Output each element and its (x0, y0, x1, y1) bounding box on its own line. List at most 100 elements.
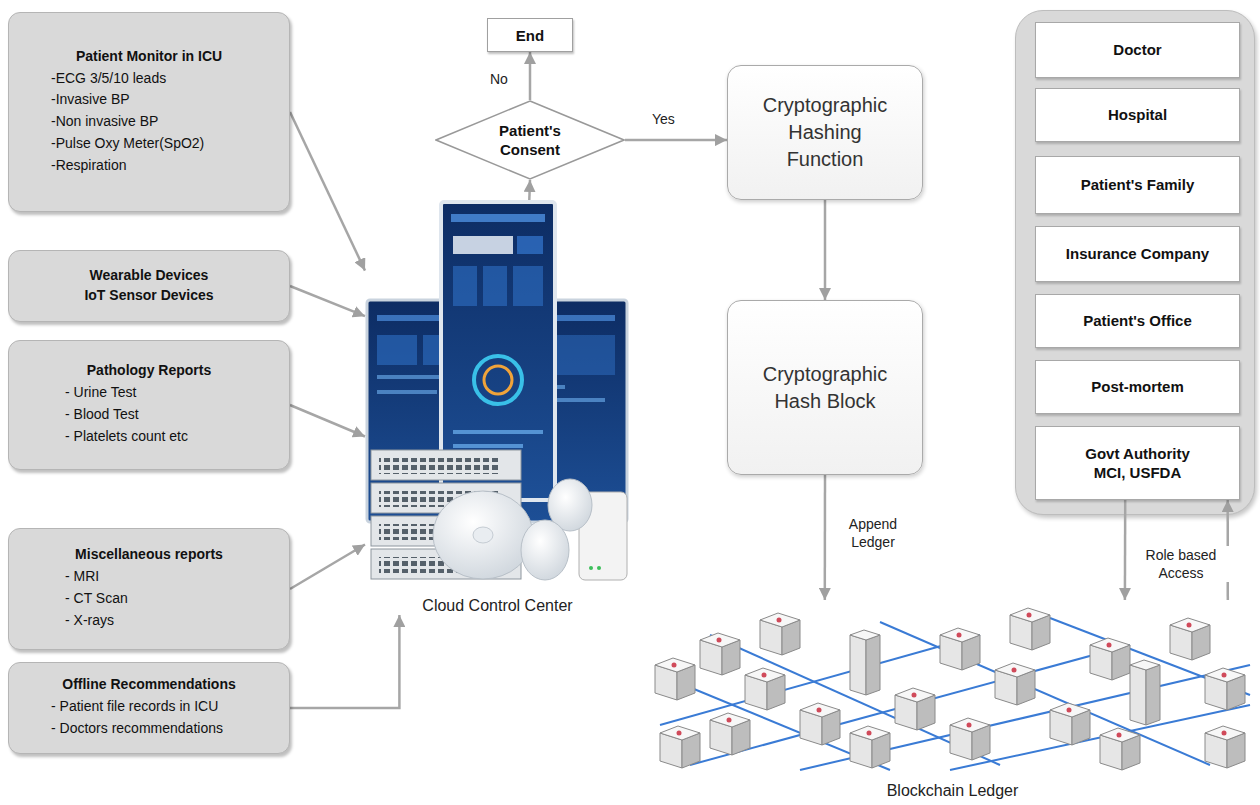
illustration-part (453, 266, 477, 306)
illustration-part (379, 458, 499, 474)
box-label: Hospital (1108, 105, 1167, 125)
illustration-part (453, 444, 523, 448)
list-item: - Doctors recommendations (21, 718, 277, 740)
role-box: Patient's Family (1035, 156, 1240, 214)
illustration-part (950, 718, 990, 760)
source-box: Wearable DevicesIoT Sensor Devices (8, 250, 290, 322)
decision-diamond: Patient's Consent (435, 100, 625, 180)
box-label: Blockchain Ledger (885, 782, 1021, 800)
box-label: Patient's Family (1081, 175, 1195, 195)
connector-arrow (290, 615, 399, 708)
box-heading: Patient Monitor in ICU (21, 48, 277, 64)
connector-arrow (290, 286, 365, 316)
cloud-node: Cloud Control Center (365, 200, 630, 615)
illustration-part (1010, 608, 1050, 650)
illustration-part (483, 266, 507, 306)
box-label: Post-mortem (1091, 377, 1184, 397)
illustration-part (513, 266, 543, 306)
illustration-part (710, 713, 750, 755)
illustration-part (850, 726, 890, 768)
illustration-part (1205, 668, 1245, 710)
list-item: - X-rays (21, 610, 277, 632)
illustration-part (1050, 703, 1090, 745)
cloud-center-illustration (365, 200, 630, 590)
illustration-part (1090, 638, 1130, 680)
list-item: - MRI (21, 566, 277, 588)
role-box: Post-mortem (1035, 360, 1240, 414)
illustration-part (1170, 618, 1210, 660)
box-heading: Offline Recommendations (21, 676, 277, 692)
illustration-part (451, 214, 545, 222)
role-box: Insurance Company (1035, 226, 1240, 282)
illustration-part (517, 236, 543, 254)
source-box: Offline Recommendations - Patient file re… (8, 662, 290, 754)
role-box: Doctor (1035, 22, 1240, 78)
box-label: Govt Authority (1085, 444, 1189, 464)
illustration-part (371, 450, 521, 480)
illustration-part (484, 366, 512, 394)
illustration-part (453, 430, 543, 434)
list-item: - CT Scan (21, 588, 277, 610)
illustration-part (473, 527, 493, 543)
connector-arrow (1124, 500, 1127, 600)
source-box: Patient Monitor in ICU-ECG 3/5/10 leads-… (8, 12, 290, 212)
list-item: -Respiration (21, 155, 277, 177)
illustration-part (940, 628, 980, 670)
box-label: Cloud Control Center (420, 597, 574, 615)
role-box: Govt AuthorityMCI, USFDA (1035, 426, 1240, 500)
connector-arrow (290, 545, 365, 590)
network-nodes (655, 608, 1245, 770)
list-item: -ECG 3/5/10 leads (21, 68, 277, 90)
connector-arrow (625, 139, 727, 142)
list-item: - Patient file records in ICU (21, 696, 277, 718)
list-item: -Pulse Oxy Meter(SpO2) (21, 133, 277, 155)
illustration-part (597, 566, 601, 570)
illustration-part (1100, 728, 1140, 770)
edge-label: Yes (652, 110, 675, 128)
box-label: Patient's Office (1083, 311, 1192, 331)
box-heading: Pathology Reports (21, 362, 277, 378)
role-box: Hospital (1035, 88, 1240, 142)
edge-label: No (490, 70, 508, 88)
edge-label: Append Ledger (840, 515, 906, 551)
process-box: Cryptographic Hashing Function (727, 65, 923, 200)
box-label: Insurance Company (1066, 244, 1209, 264)
illustration-part (745, 668, 785, 710)
illustration-part (895, 688, 935, 730)
list-item: -Invasive BP (21, 89, 277, 111)
box-label: Cryptographic Hash Block (755, 361, 895, 415)
ledger-node: Blockchain Ledger (650, 600, 1255, 800)
illustration-part (433, 491, 533, 579)
illustration-part (850, 630, 880, 695)
illustration-part (1205, 726, 1245, 768)
network-links (660, 618, 1250, 770)
illustration-part (800, 703, 840, 745)
illustration-part (655, 658, 695, 700)
illustration-part (521, 520, 569, 580)
illustration-part (377, 390, 437, 394)
role-box: Patient's Office (1035, 294, 1240, 348)
box-heading: Wearable Devices (21, 266, 277, 286)
box-label: Patient's Consent (480, 121, 580, 160)
box-heading: Miscellaneous reports (21, 546, 277, 562)
diamond-shape (436, 101, 624, 179)
illustration-part (660, 726, 700, 768)
box-label: End (516, 27, 544, 44)
list-item: - Platelets count etc (21, 426, 277, 448)
free-label: Role based Access (1133, 546, 1229, 582)
illustration-part (760, 613, 800, 655)
connector-arrow (529, 52, 532, 100)
connector-arrow (290, 112, 365, 271)
illustration-part (453, 236, 513, 254)
box-label: MCI, USFDA (1094, 463, 1182, 483)
box-label: Doctor (1113, 40, 1161, 60)
access-points (433, 479, 592, 580)
source-box: Miscellaneous reports - MRI- CT Scan- X-r… (8, 528, 290, 650)
process-box: Cryptographic Hash Block (727, 300, 923, 475)
illustration-part (589, 566, 593, 570)
list-item: - Urine Test (21, 382, 277, 404)
terminal-box: End (487, 18, 573, 52)
illustration-part (950, 705, 1250, 770)
diamond-outline (435, 100, 625, 180)
list-item: - Blood Test (21, 404, 277, 426)
